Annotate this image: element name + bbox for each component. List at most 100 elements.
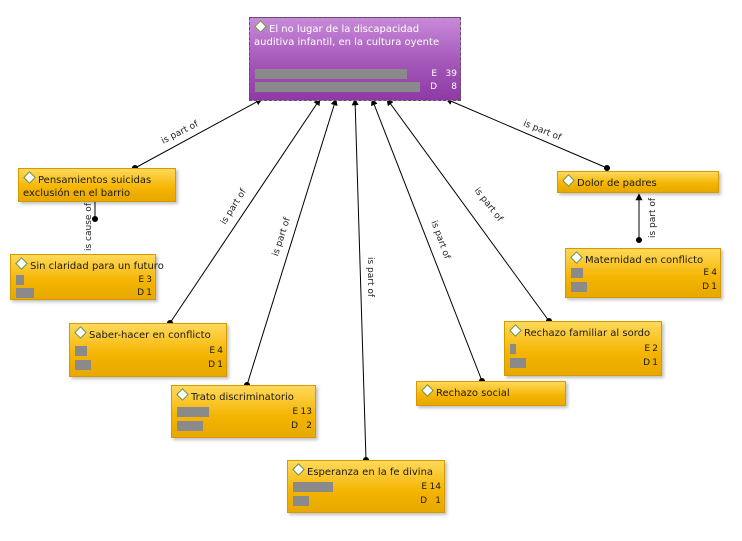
metric-e-label: E [431,69,437,79]
metric-e-value: 3 [146,275,152,285]
node-trato-title-wrap: Trato discriminatorio [176,388,311,404]
node-esperanza-title-wrap: Esperanza en la fe divina [292,463,440,479]
code-diamond-icon [23,171,36,184]
metric-d-value: 8 [451,82,457,92]
node-maternidad-title-wrap: Maternidad en conflicto [570,251,716,267]
metric-e: E 2 [510,344,658,354]
node-title: Trato discriminatorio [191,392,294,403]
code-diamond-icon [509,324,522,337]
metric-e: E 39 [255,69,457,79]
node-dolor[interactable]: Dolor de padres [557,171,719,193]
metric-e-label: E [644,344,650,354]
metric-d: D 1 [75,360,223,370]
node-root-title-wrap: El no lugar de la discapacidad auditiva … [254,20,456,49]
metric-d-label: D [291,421,298,431]
metric-e-bar [16,275,24,285]
metric-e-label: E [421,482,427,492]
code-diamond-icon [570,251,583,264]
metric-d-label: D [137,288,144,298]
metric-d-value: 1 [435,496,441,506]
metric-e-value: 13 [300,407,312,417]
e-rechazo-familiar-line[interactable] [386,98,550,322]
metric-e: E 14 [293,482,441,492]
code-diamond-icon [176,388,189,401]
node-title: Saber-hacer en conflicto [89,330,211,341]
e-pensamientos-line[interactable] [134,98,263,169]
metric-e-value: 14 [429,482,441,492]
node-root[interactable]: El no lugar de la discapacidad auditiva … [249,17,461,101]
node-rechazo-familiar[interactable]: Rechazo familiar al sordo E 2 D 1 [504,321,662,376]
metric-d-label: D [643,358,650,368]
metric-e-label: E [703,268,709,278]
metric-d-label: D [208,360,215,370]
code-diamond-icon [292,463,305,476]
code-diamond-icon [421,384,434,397]
e-sin-claridad-source-dot [92,216,98,222]
node-title: Maternidad en conflicto [585,255,704,266]
metric-e-bar [255,69,407,79]
metric-d-value: 1 [146,288,152,298]
metric-d: D 8 [255,82,457,92]
node-dolor-title-wrap: Dolor de padres [562,174,714,190]
metric-e-bar [75,346,87,356]
metric-d-bar [293,496,309,506]
metric-e-bar [571,268,583,278]
metric-e-value: 4 [217,346,223,356]
node-sin-claridad[interactable]: Sin claridad para un futuro E 3 D 1 [10,254,164,300]
metric-d-bar [571,282,587,292]
node-title: El no lugar de la discapacidad auditiva … [254,24,440,48]
metric-e: E 3 [16,275,152,285]
metric-e-label: E [209,346,215,356]
node-esperanza[interactable]: Esperanza en la fe divina E 14 D 1 [287,460,445,513]
metric-e-value: 39 [445,69,457,79]
node-rechazo-social[interactable]: Rechazo social [416,381,566,406]
code-diamond-icon [15,257,28,270]
node-saber-hacer[interactable]: Saber-hacer en conflicto E 4 D 1 [69,323,227,377]
node-title: Sin claridad para un futuro [30,261,164,272]
e-dolor-line[interactable] [445,98,608,169]
metric-d: D 1 [293,496,441,506]
metric-e: E 13 [177,407,312,417]
metric-d-bar [75,360,91,370]
node-title: Rechazo social [436,388,510,399]
code-diamond-icon [254,20,267,33]
node-pensamientos[interactable]: Pensamientos suicidas exclusión en el ba… [18,168,176,202]
metric-d: D 1 [571,282,717,292]
metric-e-label: E [292,407,298,417]
metric-d: D 1 [510,358,658,368]
e-dolor-source-dot [604,165,610,171]
metric-d-bar [510,358,526,368]
e-trato-line[interactable] [246,98,338,386]
e-maternidad-source-dot [636,237,642,243]
node-rechazo-familiar-title-wrap: Rechazo familiar al sordo [509,324,657,340]
node-trato[interactable]: Trato discriminatorio E 13 D 2 [171,385,316,438]
metric-e-value: 2 [652,344,658,354]
metric-e-value: 4 [711,268,717,278]
metric-d-value: 2 [306,421,312,431]
metric-d-bar [177,421,203,431]
metric-d-value: 1 [217,360,223,370]
metric-d-bar [16,288,34,298]
metric-e: E 4 [571,268,717,278]
node-pensamientos-title-wrap: Pensamientos suicidas exclusión en el ba… [23,171,171,200]
metric-d-bar [255,82,420,92]
e-saber-hacer-line[interactable] [169,98,321,324]
node-saber-hacer-title-wrap: Saber-hacer en conflicto [74,326,222,342]
metric-d-label: D [702,282,709,292]
metric-d-label: D [420,496,427,506]
code-diamond-icon [74,326,87,339]
node-sin-claridad-title-wrap: Sin claridad para un futuro [15,257,164,273]
e-rechazo-social-line[interactable] [371,98,483,382]
metric-e: E 4 [75,346,223,356]
metric-d: D 1 [16,288,152,298]
node-title: Pensamientos suicidas exclusión en el ba… [23,175,152,199]
e-esperanza-line[interactable] [351,98,367,461]
node-maternidad[interactable]: Maternidad en conflicto E 4 D 1 [565,248,721,298]
edge-label-maternidad: is part of [648,197,659,239]
metric-d-value: 1 [711,282,717,292]
metric-d: D 2 [177,421,312,431]
code-diamond-icon [562,174,575,187]
node-title: Rechazo familiar al sordo [524,328,651,339]
metric-e-bar [510,344,516,354]
